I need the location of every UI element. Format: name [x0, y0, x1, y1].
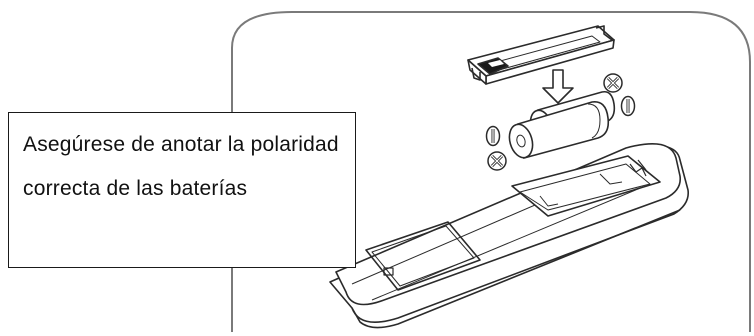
remote-panel-recess	[365, 221, 481, 291]
minus-in-circle-icon	[620, 95, 636, 117]
battery-lower	[508, 101, 610, 160]
callout-text: Asegúrese de anotar la polaridad correct…	[23, 133, 339, 200]
plus-in-circle-icon	[487, 151, 507, 171]
remote-control-body	[329, 142, 690, 329]
battery-compartment	[511, 155, 661, 217]
battery-cover	[467, 25, 615, 85]
down-arrow-icon	[542, 69, 574, 104]
minus-in-circle-icon	[485, 125, 501, 147]
polarity-instruction-callout: Asegúrese de anotar la polaridad correct…	[8, 112, 356, 268]
plus-in-circle-icon	[603, 73, 623, 93]
illustration-frame	[231, 11, 751, 332]
